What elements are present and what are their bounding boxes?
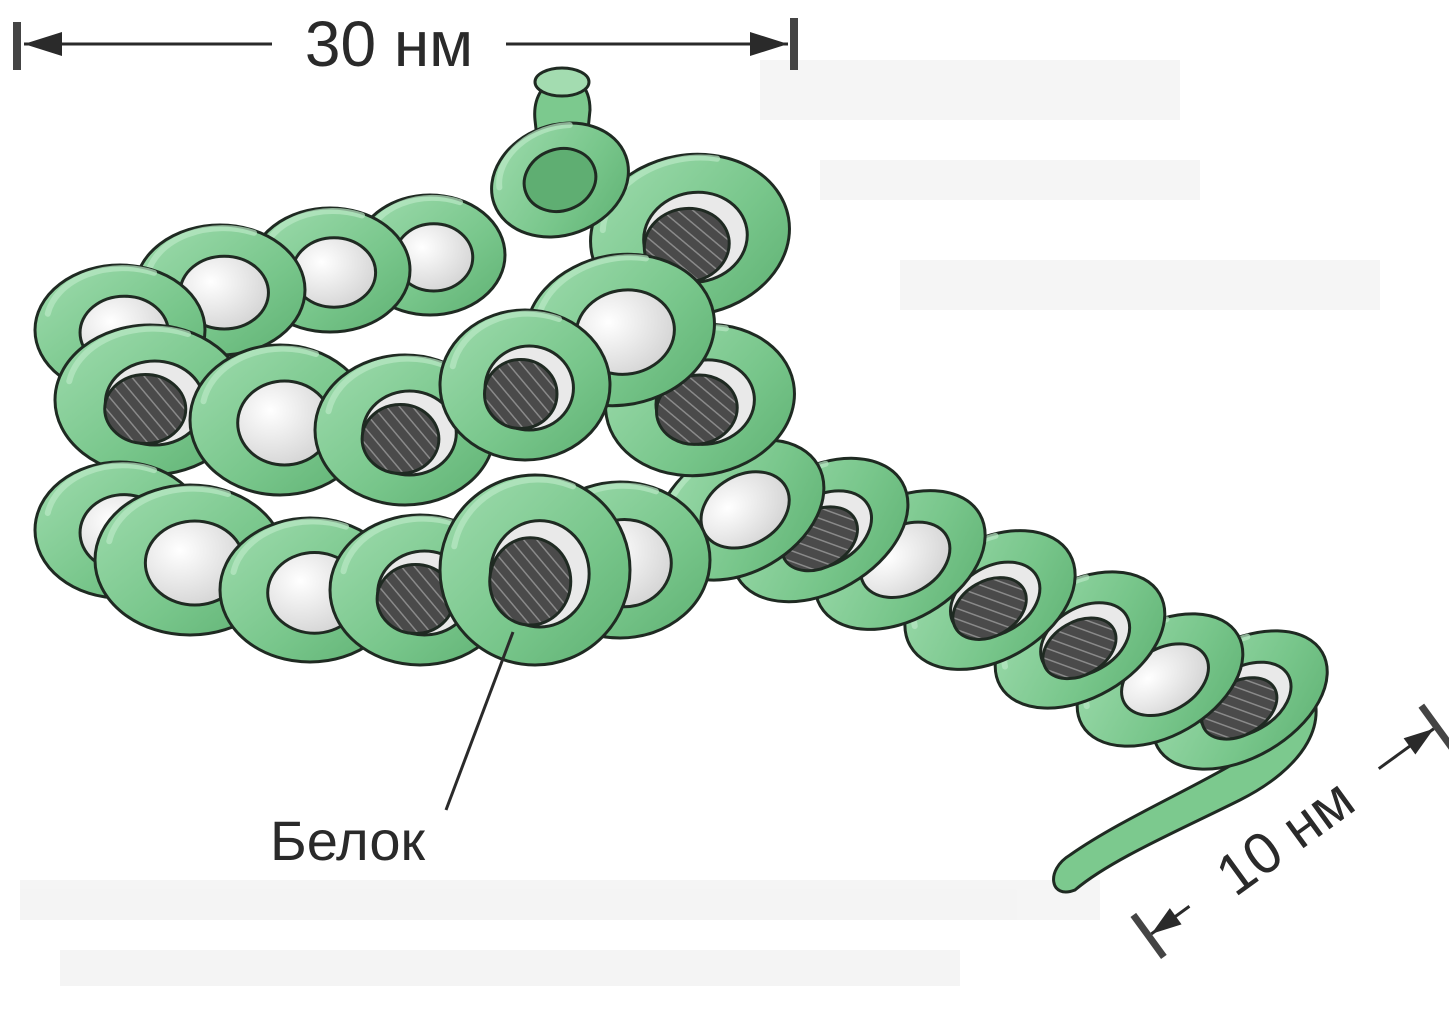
dimension-30nm-left-cap <box>13 22 21 70</box>
dimension-10nm-left-cap <box>1130 913 1166 959</box>
dimension-30nm-arrow-left <box>24 32 62 56</box>
dimension-30nm: 30 нм <box>13 8 798 80</box>
label-protein: Белок <box>270 809 425 872</box>
protein-callout: Белок <box>270 632 513 872</box>
dna-strand-cut-end <box>535 68 589 96</box>
label-30nm: 30 нм <box>305 8 473 80</box>
dimension-30nm-right-cap <box>790 18 798 70</box>
histone-core <box>362 405 439 474</box>
nucleosome <box>440 475 630 665</box>
histone-core <box>485 360 557 429</box>
nucleosome <box>440 310 610 460</box>
histone-core <box>490 538 571 625</box>
histone-core <box>105 375 186 444</box>
dimension-30nm-arrow-right <box>750 32 788 56</box>
